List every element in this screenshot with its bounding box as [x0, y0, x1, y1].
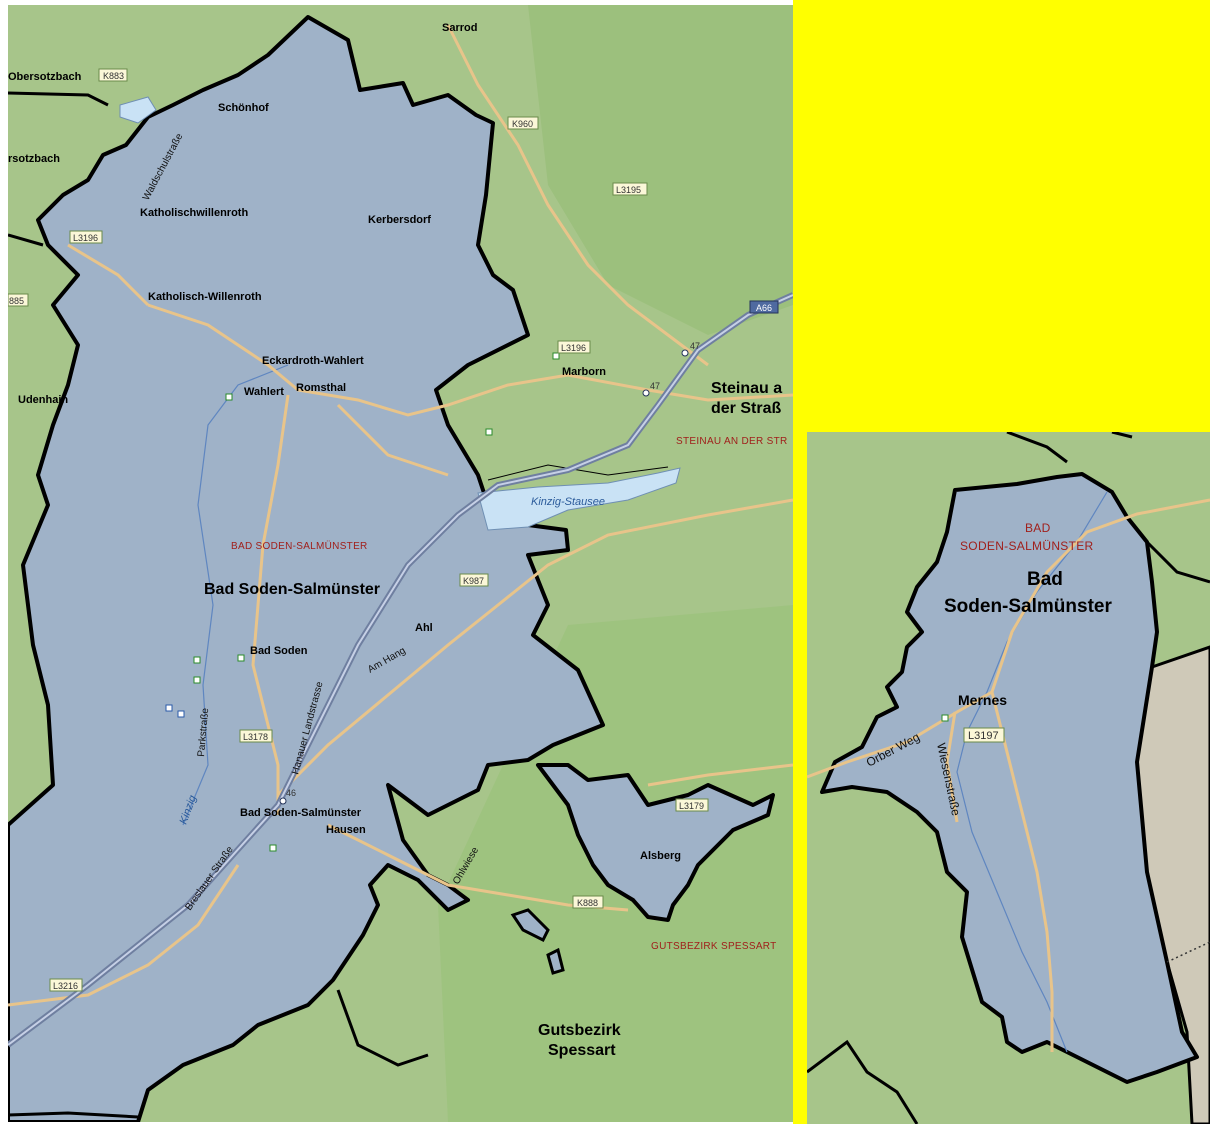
- inset-map[interactable]: L3197 BAD SODEN-SALMÜNSTER Bad Soden-Sal…: [807, 432, 1210, 1124]
- main-map-canvas: K883 K960 L3195 L3196 A66 L3196 K987 L31…: [8, 5, 793, 1122]
- inset-map-canvas: L3197 BAD SODEN-SALMÜNSTER Bad Soden-Sal…: [807, 432, 1210, 1124]
- town-label-gutsbezirk-line2[interactable]: Spessart: [548, 1042, 616, 1059]
- forest-area-ne: [528, 5, 793, 335]
- water-label-kinzig-stausee: Kinzig-Stausee: [531, 496, 605, 508]
- road-shields: K883 K960 L3195 L3196 A66 L3196 K987 L31…: [8, 68, 779, 992]
- inset-municipality-area: [820, 472, 1199, 1084]
- inset-boundary-line: [1145, 540, 1210, 584]
- road: [147, 303, 793, 417]
- place-bad-soden[interactable]: Bad Soden: [250, 645, 308, 657]
- place-alsberg[interactable]: Alsberg: [640, 850, 681, 862]
- inset-boundary-line: [807, 1039, 919, 1124]
- place-udenhain[interactable]: Udenhain: [18, 394, 68, 406]
- highlight-panel: [793, 0, 1210, 432]
- inset-admin-line1: BAD: [1025, 521, 1051, 535]
- exit-47-north: 47: [690, 341, 700, 351]
- place-schoenhof[interactable]: Schönhof: [218, 102, 269, 114]
- road-network: [8, 24, 793, 1007]
- place-wahlert[interactable]: Wahlert: [244, 386, 284, 398]
- admin-label-gutsbezirk: GUTSBEZIRK SPESSART: [651, 941, 777, 952]
- road: [945, 711, 959, 823]
- road: [251, 394, 290, 815]
- place-bad-soden-salmuenster-district[interactable]: Bad Soden-Salmünster: [240, 807, 362, 819]
- boundary-line-south: [336, 989, 429, 1067]
- place-marborn[interactable]: Marborn: [562, 366, 606, 378]
- exit-46: 46: [286, 788, 296, 798]
- town-label-steinau-line2[interactable]: der Straß: [711, 400, 781, 417]
- motorway-exits: 47 47 46: [279, 341, 700, 805]
- inset-town-line2[interactable]: Soden-Salmünster: [944, 596, 1112, 617]
- boundary-line: [8, 233, 44, 247]
- road-number-l3178: L3178: [243, 732, 268, 742]
- place-sarrod[interactable]: Sarrod: [442, 22, 477, 34]
- inset-road-network: [807, 498, 1210, 1052]
- road-number-l3196-east: L3196: [561, 343, 586, 353]
- boundary-line-bottom: [8, 1111, 139, 1119]
- road: [807, 498, 1210, 779]
- road: [276, 498, 793, 797]
- road: [8, 864, 240, 1007]
- street-label-parkstrasse: Parkstraße: [196, 707, 211, 757]
- road: [67, 243, 150, 307]
- town-label-gutsbezirk-line1[interactable]: Gutsbezirk: [538, 1022, 621, 1039]
- place-hausen[interactable]: Hausen: [326, 824, 366, 836]
- road-number-l3196-west: L3196: [73, 233, 98, 243]
- inset-road-number-l3197: L3197: [968, 730, 999, 742]
- boundary-line-nw: [8, 91, 109, 107]
- road-number-885: 885: [9, 296, 24, 306]
- road: [336, 403, 449, 477]
- road-number-k883: K883: [103, 71, 124, 81]
- divider-bar: [793, 432, 807, 1124]
- inset-town-line1[interactable]: Bad: [1027, 569, 1063, 590]
- exclave-piece: [510, 908, 550, 943]
- main-map[interactable]: K883 K960 L3195 L3196 A66 L3196 K987 L31…: [8, 5, 793, 1122]
- boundary-line-thin: [487, 464, 669, 481]
- place-kerbersdorf[interactable]: Kerbersdorf: [368, 214, 431, 226]
- inset-boundary-line: [1006, 432, 1068, 464]
- inset-admin-line2: SODEN-SALMÜNSTER: [960, 539, 1094, 553]
- road: [446, 24, 709, 367]
- inset-river: [956, 491, 1108, 1053]
- road-number-k987: K987: [463, 576, 484, 586]
- town-label-steinau-line1[interactable]: Steinau a: [711, 380, 782, 397]
- admin-label-steinau: STEINAU AN DER STR: [676, 436, 788, 447]
- exit-47-south: 47: [650, 381, 660, 391]
- inset-place-mernes[interactable]: Mernes: [958, 692, 1007, 708]
- road-number-a66: A66: [756, 303, 772, 313]
- place-ahl[interactable]: Ahl: [415, 622, 433, 634]
- road: [990, 691, 1054, 1052]
- kinzig-stausee-lake: [477, 467, 681, 531]
- pond: [119, 96, 157, 124]
- place-eckardroth-wahlert[interactable]: Eckardroth-Wahlert: [262, 355, 364, 367]
- road-number-k888: K888: [577, 898, 598, 908]
- kinzig-river: [182, 364, 289, 826]
- place-katholischwillenroth[interactable]: Katholischwillenroth: [140, 207, 248, 219]
- alsberg-exclave: [536, 763, 775, 922]
- place-katholisch-willenroth[interactable]: Katholisch-Willenroth: [148, 291, 262, 303]
- road-number-k960: K960: [512, 119, 533, 129]
- road-number-l3216: L3216: [53, 981, 78, 991]
- exclave-piece: [546, 947, 565, 975]
- motorway-a66: [8, 292, 793, 1048]
- road-number-l3195: L3195: [616, 185, 641, 195]
- place-romsthal[interactable]: Romsthal: [296, 382, 346, 394]
- settlement-markers: [165, 352, 560, 852]
- place-rsotzbach[interactable]: rsotzbach: [8, 153, 60, 165]
- place-obersotzbach[interactable]: Obersotzbach: [8, 71, 82, 83]
- road: [647, 763, 793, 787]
- inset-road-shield: [963, 727, 1005, 743]
- admin-label-bad-soden-salmuenster: BAD SODEN-SALMÜNSTER: [231, 540, 368, 552]
- inset-settlement-marker: [941, 714, 949, 722]
- town-label-bad-soden-salmuenster[interactable]: Bad Soden-Salmünster: [204, 581, 380, 598]
- municipality-area: [8, 15, 605, 1122]
- road-number-l3179: L3179: [679, 801, 704, 811]
- inset-boundary-line: [1111, 432, 1133, 439]
